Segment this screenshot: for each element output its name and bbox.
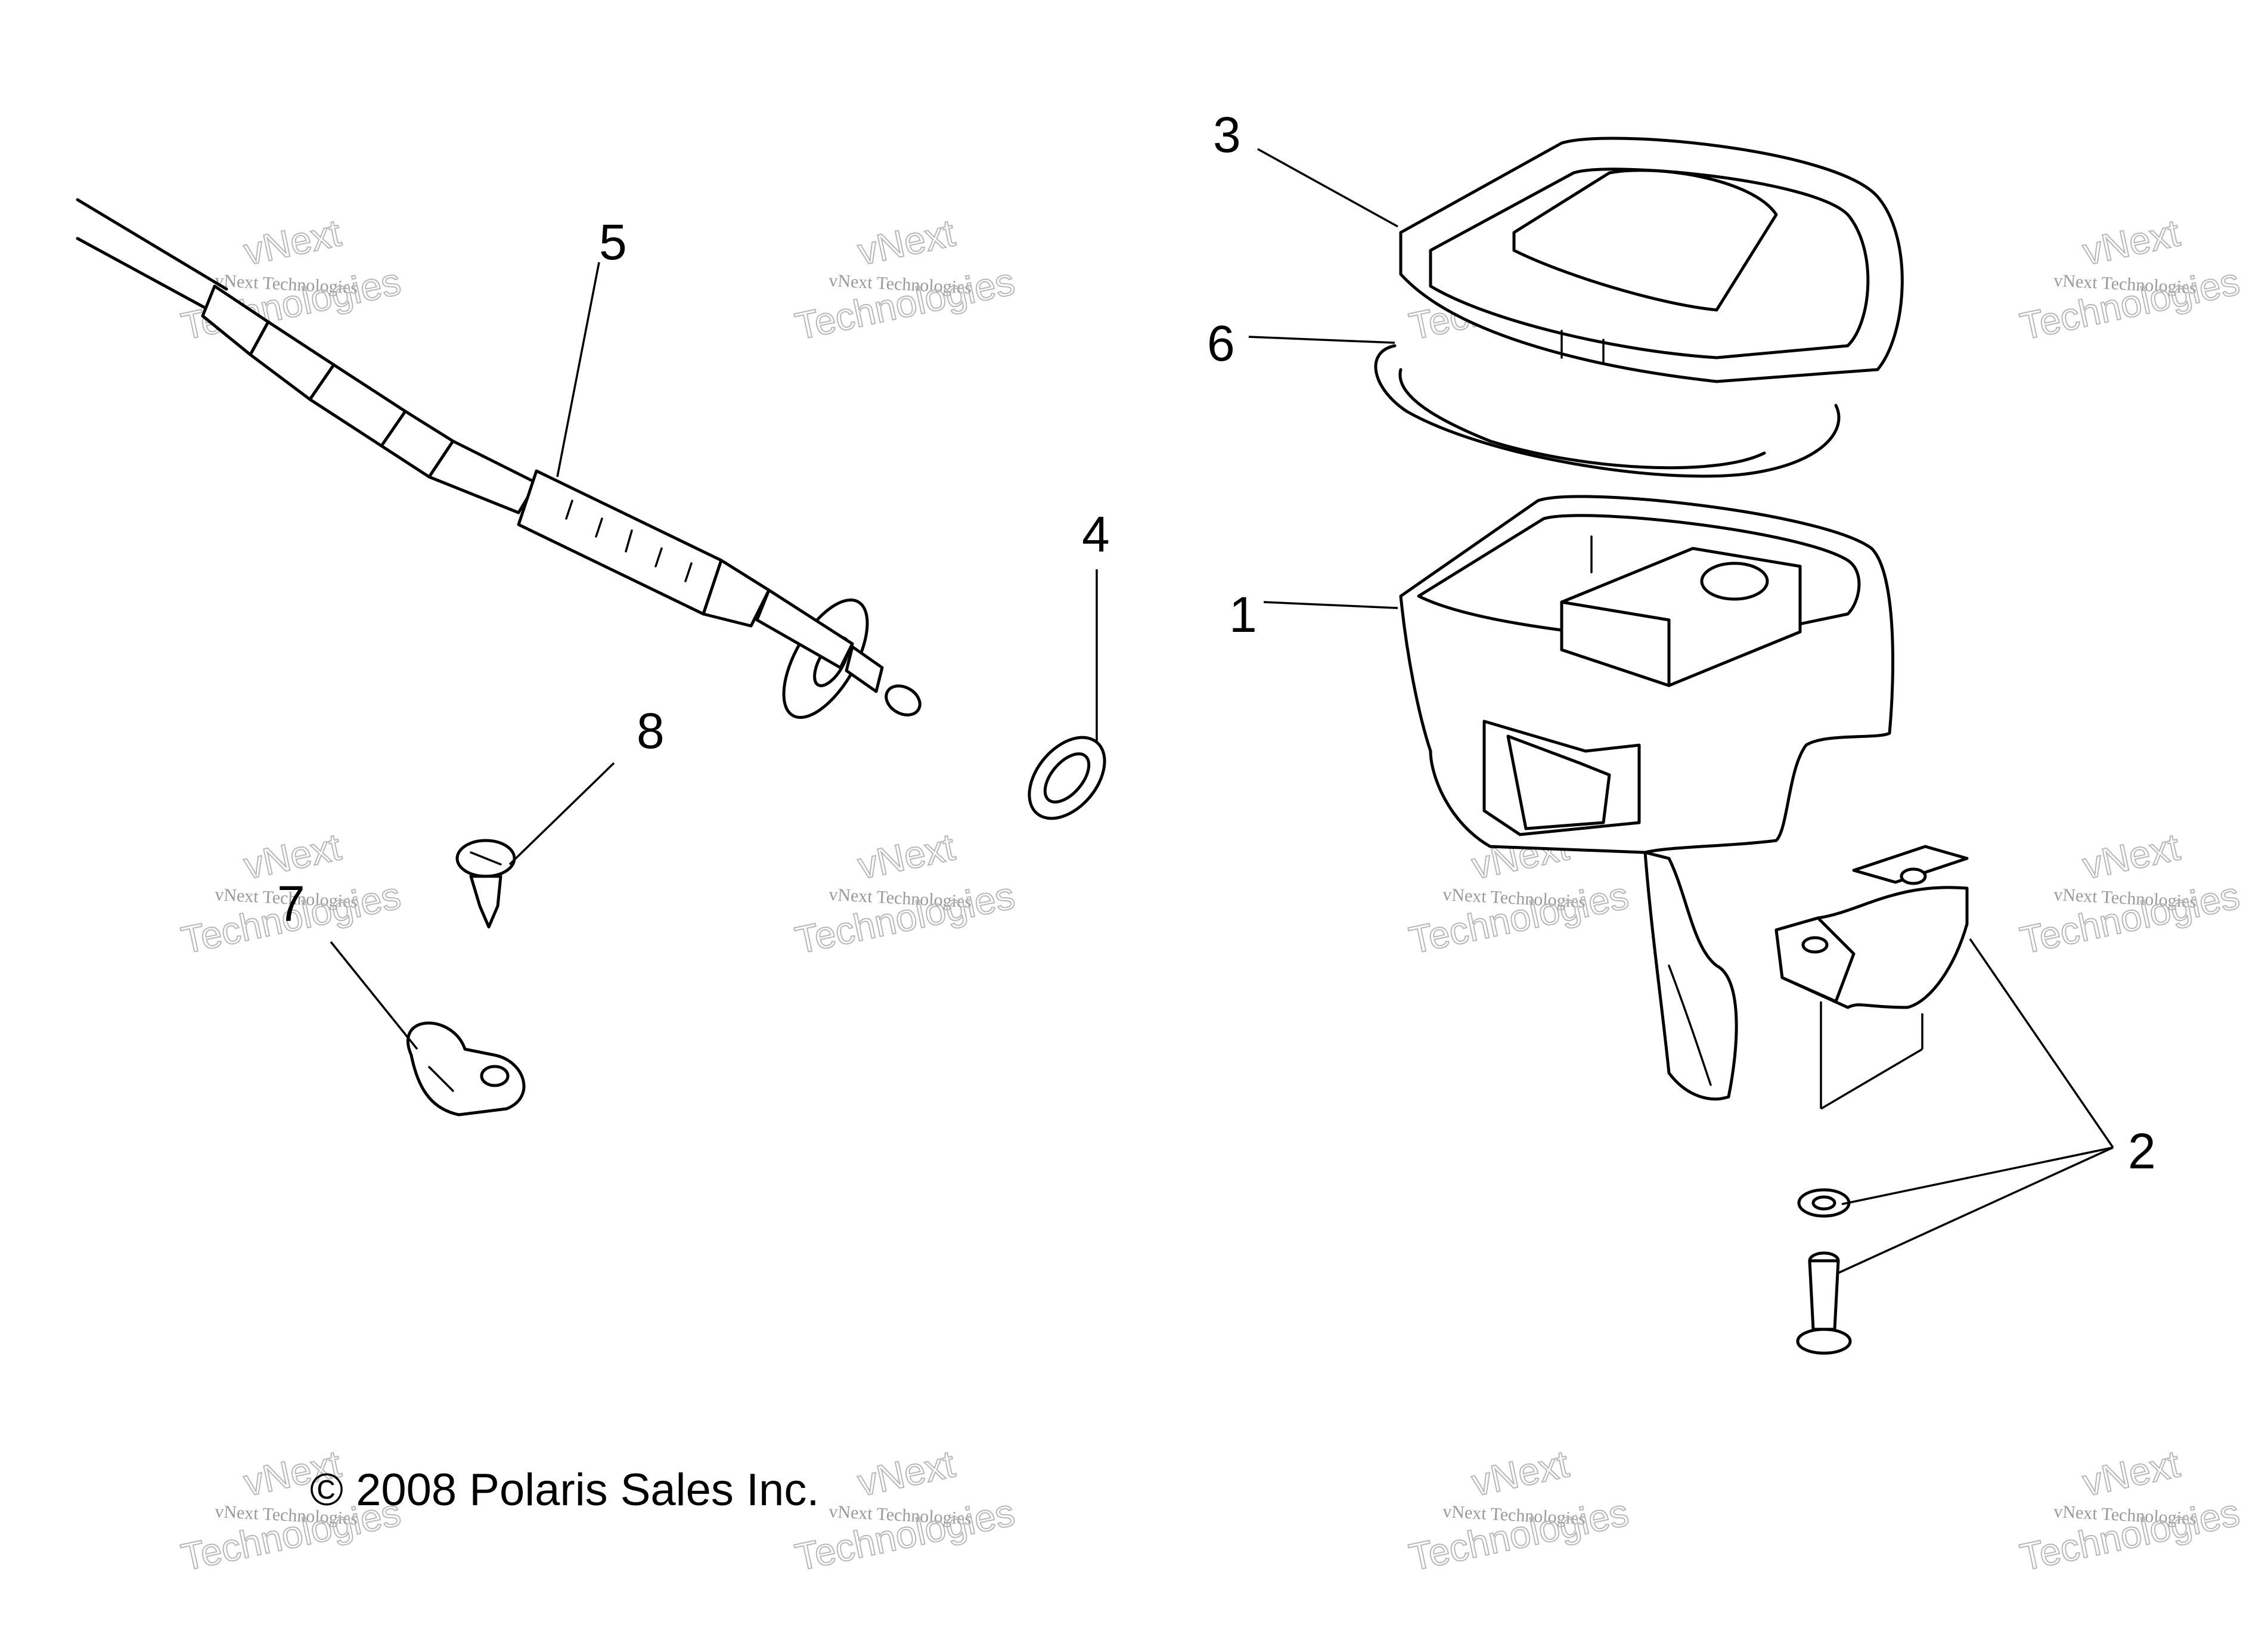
part-cable-clamp	[406, 1021, 526, 1117]
copyright-notice: © 2008 Polaris Sales Inc.	[310, 1465, 819, 1515]
callout-1: 1	[1229, 587, 1257, 643]
watermark-line1: vNext	[854, 211, 958, 273]
leader-lines	[330, 148, 2114, 1274]
callout-5: 5	[599, 214, 627, 270]
callout-labels: 1 2 3 4 5 6 7 8	[277, 107, 2156, 1179]
watermark-line1: vNext	[1468, 1442, 1572, 1504]
callout-8: 8	[637, 703, 665, 759]
callout-3: 3	[1213, 107, 1241, 163]
watermark-line1: vNext	[240, 211, 345, 273]
watermark-line1: vNext	[854, 825, 958, 887]
watermark-line1: vNext	[2079, 825, 2183, 887]
watermark-line3: Technologies	[2016, 874, 2243, 962]
part-cover	[1399, 137, 1904, 383]
part-gasket	[1374, 344, 1841, 478]
part-housing	[1399, 495, 1895, 1101]
part-clamp-kit	[1774, 845, 1969, 1355]
callout-2: 2	[2128, 1123, 2156, 1179]
watermark-line1: vNext	[2079, 1442, 2183, 1504]
watermark-line3: Technologies	[792, 874, 1018, 962]
watermark-line3: Technologies	[1406, 1491, 1632, 1579]
part-push-rivet	[455, 839, 516, 929]
part-washer	[1028, 736, 1106, 820]
watermark-line3: Technologies	[1406, 874, 1632, 962]
callout-4: 4	[1082, 506, 1110, 562]
callout-7: 7	[277, 876, 305, 932]
part-throttle-cable	[76, 198, 922, 719]
watermark-line1: vNext	[2079, 211, 2183, 273]
watermark-line3: Technologies	[2016, 260, 2243, 348]
watermark-line1: vNext	[854, 1442, 958, 1504]
watermark-line3: Technologies	[792, 260, 1018, 348]
callout-6: 6	[1207, 315, 1235, 371]
watermark-line3: Technologies	[2016, 1491, 2243, 1579]
watermark-line3: Technologies	[792, 1491, 1018, 1579]
